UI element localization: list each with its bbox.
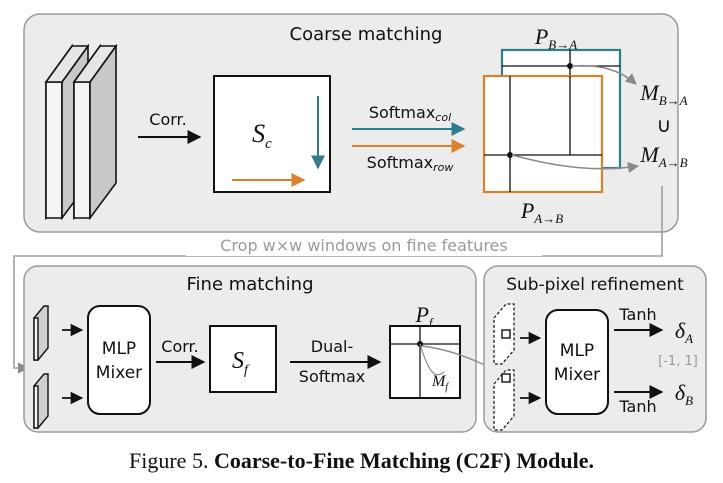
sf-matrix [209, 325, 277, 393]
softmax-row-label: Softmaxrow [367, 153, 454, 174]
crop-connector [13, 186, 663, 374]
tanh-top-label: Tanh [618, 305, 656, 324]
subpixel-mlp-line2: Mixer [554, 365, 600, 385]
p-ba-label: PB→A [534, 24, 577, 52]
fine-panel-title: Fine matching [186, 274, 313, 295]
fine-corr-label: Corr. [161, 337, 198, 356]
tanh-bottom-label: Tanh [618, 397, 656, 416]
coarse-panel-title: Coarse matching [290, 24, 443, 45]
softmax-col-label: Softmaxcol [369, 103, 451, 124]
dual-softmax-line2: Softmax [299, 367, 365, 386]
mf-label: Mf [431, 373, 449, 393]
delta-b-label: δB [675, 380, 693, 408]
range-label: [-1, 1] [658, 354, 698, 369]
subpixel-patches [493, 303, 515, 431]
m-ab-label: MA→B [639, 142, 687, 170]
subpixel-panel-title: Sub-pixel refinement [506, 275, 684, 295]
sf-label: Sf [232, 348, 250, 378]
subpixel-mlp-mixer [545, 309, 609, 415]
p-ab-matrix [482, 74, 604, 194]
fine-patches [33, 305, 49, 429]
m-ba-label: MB→A [639, 80, 687, 108]
caption-prefix: Figure 5. [129, 448, 209, 473]
crop-text: Crop w×w windows on fine features [220, 236, 507, 255]
fine-mlp-line1: MLP [102, 339, 136, 359]
fine-mlp-line2: Mixer [96, 363, 142, 383]
c2f-diagram: Coarse matching Corr. Sc Softmaxcol Soft… [13, 13, 707, 433]
sc-label: Sc [252, 119, 272, 152]
subpixel-mlp-line1: MLP [560, 341, 594, 361]
union-symbol: ∪ [657, 113, 672, 137]
caption-title: Coarse-to-Fine Matching (C2F) Module. [213, 448, 594, 473]
sc-matrix [213, 75, 331, 193]
fine-mlp-mixer [87, 305, 151, 415]
pf-label: Pf [414, 302, 434, 330]
coarse-feature-maps [44, 43, 118, 221]
coarse-corr-label: Corr. [149, 110, 186, 129]
p-ab-label: PA→B [520, 198, 563, 226]
delta-a-label: δA [675, 318, 693, 346]
dual-softmax-line1: Dual- [311, 337, 353, 356]
figure-caption: Figure 5. Coarse-to-Fine Matching (C2F) … [0, 448, 723, 474]
pf-matrix [389, 325, 461, 399]
